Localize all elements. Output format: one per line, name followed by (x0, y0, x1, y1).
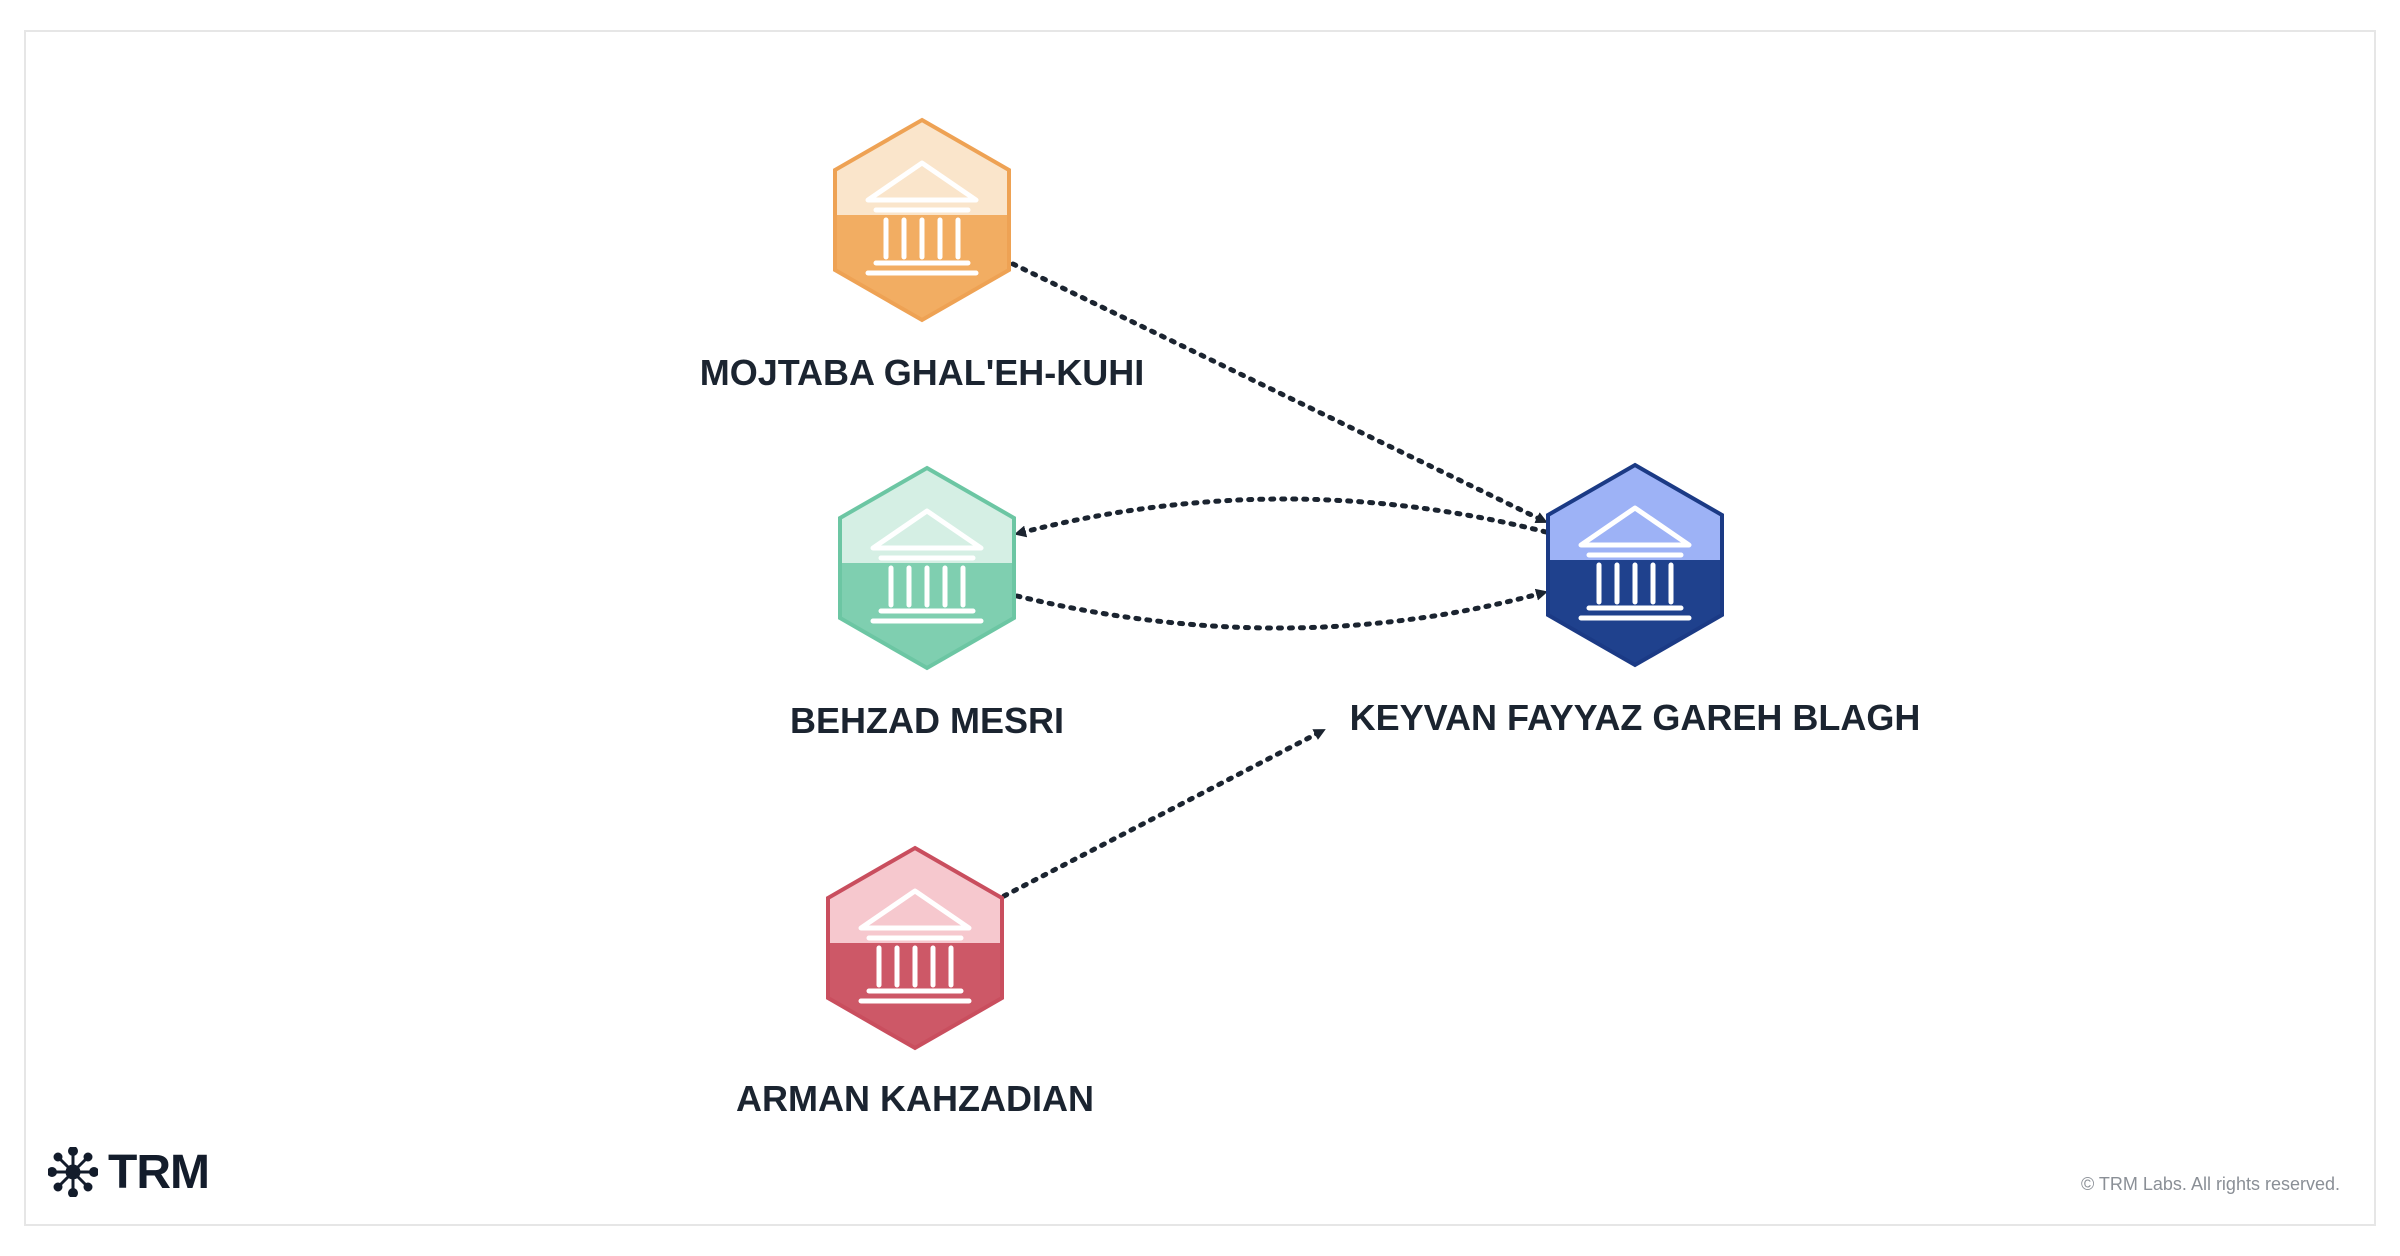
bank-icon (870, 508, 984, 624)
edge-mojtaba-to-keyvan (1010, 261, 1549, 525)
node-behzad[interactable]: BEHZAD MESRI (790, 463, 1064, 741)
bank-icon (858, 888, 972, 1004)
bank-icon (865, 160, 979, 276)
copyright-notice: © TRM Labs. All rights reserved. (2080, 1174, 2340, 1194)
node-label: BEHZAD MESRI (790, 700, 1064, 741)
node-mojtaba[interactable]: MOJTABA GHAL'EH-KUHI (700, 115, 1145, 393)
diagram-frame (24, 30, 2376, 1226)
node-label: KEYVAN FAYYAZ GAREH BLAGH (1350, 697, 1921, 738)
trm-network-icon (48, 1147, 98, 1197)
node-label: ARMAN KAHZADIAN (736, 1078, 1094, 1119)
trm-logo: TRM (48, 1145, 210, 1199)
node-arman[interactable]: ARMAN KAHZADIAN (736, 843, 1094, 1119)
node-label: MOJTABA GHAL'EH-KUHI (700, 352, 1145, 393)
edge-arman-to-keyvan (1001, 727, 1327, 899)
edge-behzad-to-keyvan (1014, 588, 1549, 631)
edges (1001, 261, 1549, 899)
bank-icon (1578, 505, 1692, 621)
edge-keyvan-to-behzad (1013, 496, 1549, 538)
logo-text: TRM (108, 1145, 210, 1199)
node-keyvan[interactable]: KEYVAN FAYYAZ GAREH BLAGH (1350, 460, 1921, 738)
